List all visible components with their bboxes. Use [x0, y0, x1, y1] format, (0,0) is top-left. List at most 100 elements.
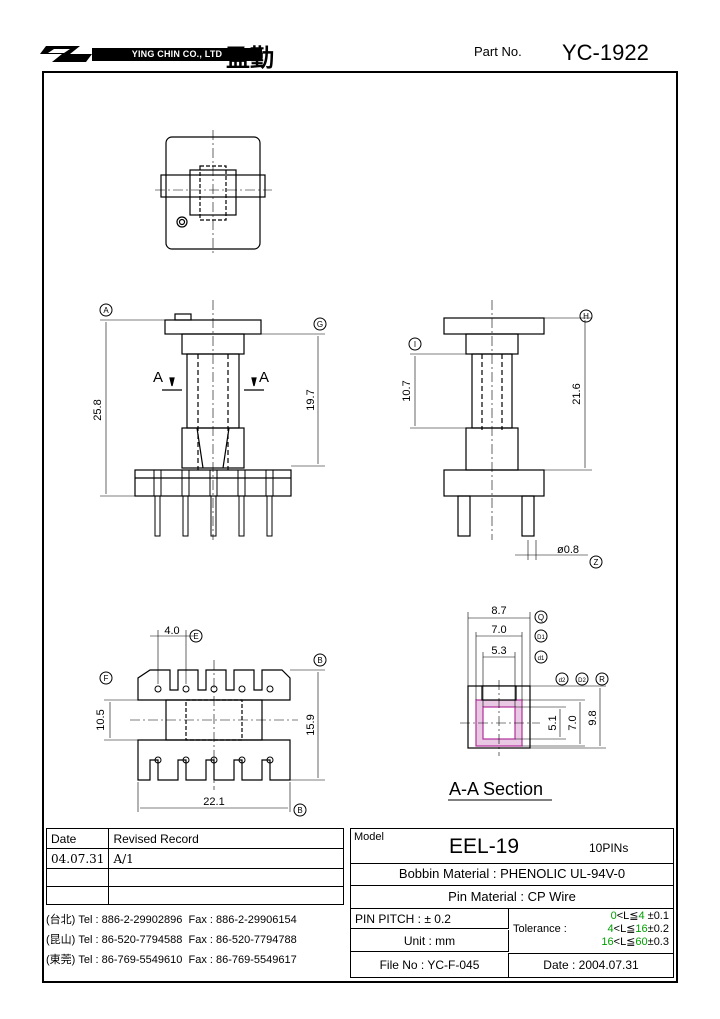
- contact-list: (台北) Tel : 886-2-29902896 Fax : 886-2-29…: [46, 910, 346, 970]
- dim-q: 8.7: [491, 605, 506, 617]
- revision-table: Date Revised Record 04.07.31 A/1: [45, 828, 344, 905]
- contact-fax: Fax : 86-769-5549617: [188, 954, 297, 966]
- label-r: R: [599, 675, 605, 684]
- spec-block: Model EEL-19 10PINs Bobbin Material : PH…: [350, 828, 674, 978]
- reference-markers: [99, 303, 609, 817]
- contact-location: (東莞): [46, 954, 76, 966]
- rev-record-cell: [108, 868, 344, 887]
- table-row: [45, 868, 344, 887]
- bobbin-material-label: Bobbin Material :: [398, 866, 497, 881]
- tolerance-block: Tolerance : 0<L≦4 ±0.1 4<L≦16±0.2 16<L≦6…: [509, 909, 673, 954]
- contact-fax: Fax : 886-2-29906154: [188, 914, 297, 926]
- contact-tel: Tel : 886-2-29902896: [78, 914, 183, 926]
- contact-row: (昆山) Tel : 86-520-7794588 Fax : 86-520-7…: [46, 930, 346, 950]
- dim-winding-height: 19.7: [305, 389, 317, 410]
- label-b-bottom: B: [297, 806, 302, 815]
- unit-value: mm: [435, 934, 456, 948]
- tol-value: ±0.1: [647, 910, 669, 922]
- label-d1-upper: D1: [537, 635, 545, 641]
- dim-d2-outer: 7.0: [567, 715, 579, 730]
- section-marker-left: A: [153, 369, 163, 386]
- rev-record-cell: A/1: [108, 848, 344, 869]
- label-i: I: [414, 340, 416, 349]
- unit-row: Unit : mm: [351, 930, 509, 952]
- label-h: H: [583, 312, 589, 321]
- table-row: [45, 886, 344, 905]
- bobbin-material-value: PHENOLIC UL-94V-0: [500, 866, 626, 881]
- tolerance-row: 0<L≦4 ±0.1: [610, 910, 669, 922]
- tolerance-row: 4<L≦16±0.2: [607, 923, 669, 935]
- contact-row: (台北) Tel : 886-2-29902896 Fax : 886-2-29…: [46, 910, 346, 930]
- contact-tel: Tel : 86-520-7794588: [78, 934, 183, 946]
- dim-width-b: 15.9: [305, 714, 317, 735]
- rev-date-cell: 04.07.31: [45, 848, 110, 869]
- table-row: 04.07.31 A/1: [45, 848, 344, 869]
- model-label: Model: [354, 831, 384, 843]
- section-marker-right: A: [259, 369, 269, 386]
- contact-location: (昆山): [46, 934, 76, 946]
- file-no-value: YC-F-045: [427, 958, 480, 972]
- tol-range-b: 16: [635, 923, 648, 935]
- contact-row: (東莞) Tel : 86-769-5549610 Fax : 86-769-5…: [46, 950, 346, 970]
- rev-header-date: Date: [45, 828, 110, 849]
- bobbin-material-row: Bobbin Material : PHENOLIC UL-94V-0: [351, 863, 673, 886]
- tolerance-label: Tolerance :: [513, 923, 567, 935]
- bottom-view: [104, 630, 325, 812]
- dim-pin-dia: ø0.8: [557, 544, 579, 556]
- rev-date-cell: [45, 886, 110, 905]
- logo-mark-icon: [40, 46, 92, 62]
- dim-d1-outer: 7.0: [491, 624, 506, 636]
- label-g: G: [317, 320, 323, 329]
- dim-side-winding: 10.7: [401, 380, 413, 401]
- drawing-frame: [42, 71, 678, 983]
- tol-range-a: 4: [607, 923, 614, 935]
- top-view: [155, 130, 272, 255]
- label-e: E: [193, 632, 198, 641]
- rev-record-cell: [108, 886, 344, 905]
- dim-r: 9.8: [587, 710, 599, 725]
- tolerance-list: 0<L≦4 ±0.1 4<L≦16±0.2 16<L≦60±0.3: [601, 910, 669, 949]
- unit-label: Unit :: [403, 934, 432, 948]
- rev-date-cell: [45, 868, 110, 887]
- side-view: [410, 300, 592, 560]
- file-no-row: File No : YC-F-045: [351, 953, 509, 977]
- date-value: 2004.07.31: [578, 958, 639, 972]
- model-value: EEL-19: [449, 835, 520, 858]
- label-f: F: [104, 674, 109, 683]
- pin-material-value: CP Wire: [527, 889, 576, 904]
- contact-tel: Tel : 86-769-5549610: [78, 954, 183, 966]
- technical-drawing: [99, 130, 609, 817]
- tolerance-row: 16<L≦60±0.3: [601, 936, 669, 948]
- contact-fax: Fax : 86-520-7794788: [188, 934, 297, 946]
- label-b: B: [317, 656, 322, 665]
- tol-range-b: 4: [638, 910, 645, 922]
- rev-header-record: Revised Record: [108, 828, 344, 849]
- part-no-value: YC-1922: [562, 40, 649, 65]
- company-name-cn: 盈勤: [226, 43, 274, 72]
- dim-side-height: 21.6: [571, 383, 583, 404]
- pin-material-row: Pin Material : CP Wire: [351, 886, 673, 909]
- company-name: YING CHIN CO., LTD: [92, 48, 262, 61]
- label-z: Z: [594, 558, 599, 567]
- pin-count: 10PINs: [589, 841, 629, 855]
- date-label: Date :: [543, 958, 576, 972]
- label-d1-lower: d1: [538, 656, 545, 662]
- date-row: Date : 2004.07.31: [509, 953, 673, 977]
- label-d2-lower: d2: [559, 678, 566, 684]
- part-no-label: Part No.: [474, 44, 522, 59]
- label-d2-upper: D2: [578, 678, 586, 684]
- front-view: [100, 300, 325, 540]
- label-a: A: [103, 306, 109, 315]
- pin-pitch-label: PIN PITCH :: [355, 912, 422, 926]
- pin-material-label: Pin Material :: [448, 889, 525, 904]
- dim-overall-height: 25.8: [92, 399, 104, 420]
- label-q: Q: [538, 613, 544, 622]
- contact-location: (台北): [46, 914, 76, 926]
- dim-width-f: 10.5: [95, 709, 107, 730]
- model-row: Model EEL-19 10PINs: [351, 829, 673, 864]
- section-view: [448, 612, 606, 801]
- pin-pitch-row: PIN PITCH : ± 0.2: [351, 909, 509, 929]
- tol-range-a: 0: [610, 910, 617, 922]
- dim-d2-inner: 5.1: [547, 715, 559, 730]
- tol-value: ±0.2: [647, 923, 669, 935]
